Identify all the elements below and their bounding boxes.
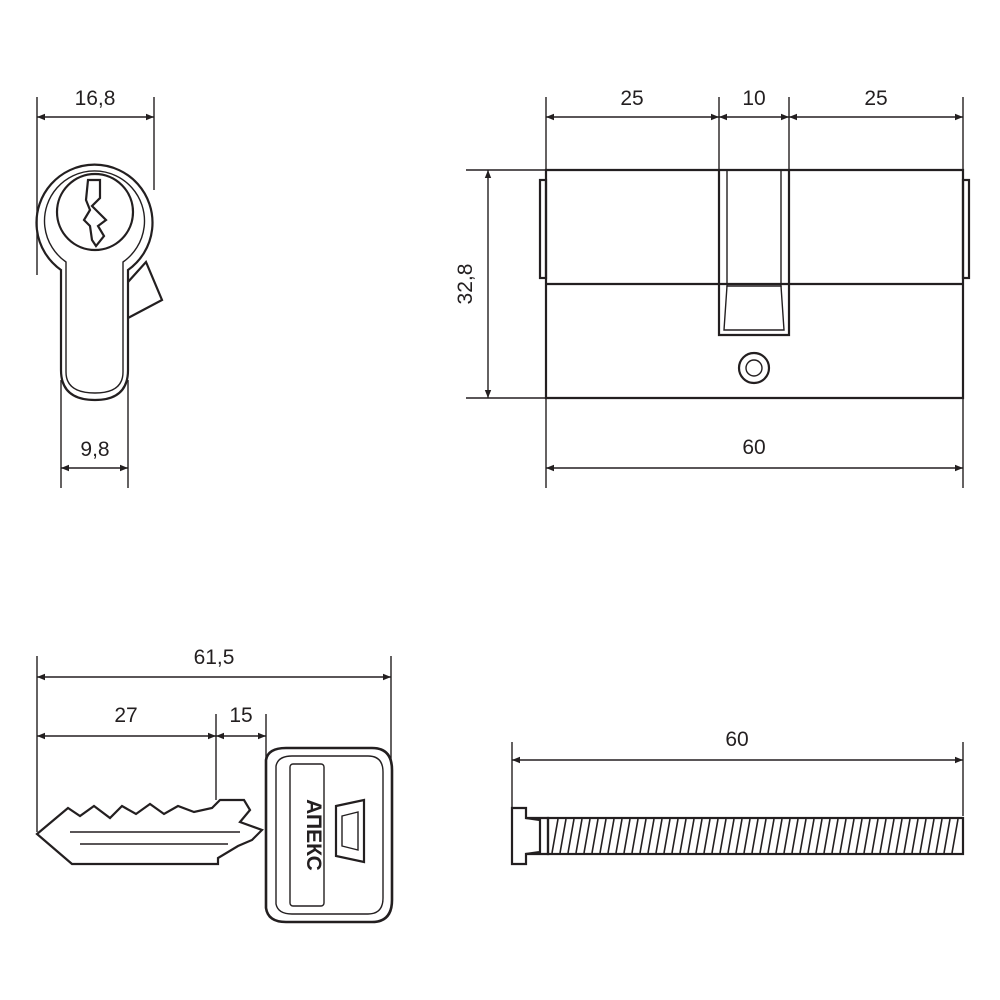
thread-line xyxy=(919,818,927,854)
screw-threads xyxy=(551,818,959,854)
side-view: 25 10 25 32,8 60 xyxy=(454,87,971,488)
dim-key-blade: 27 xyxy=(114,704,137,727)
thread-line xyxy=(887,818,895,854)
thread-line xyxy=(911,818,919,854)
screw-shank xyxy=(546,816,965,856)
key-blade xyxy=(35,798,264,866)
key-view: 61,5 27 15 АПЕКС xyxy=(35,646,394,924)
cam-slot xyxy=(717,170,791,337)
key-head-inner xyxy=(275,755,384,915)
thread-line xyxy=(583,818,591,854)
thread-line xyxy=(943,818,951,854)
thread-line xyxy=(879,818,887,854)
thread-line xyxy=(743,818,751,854)
thread-line xyxy=(903,818,911,854)
thread-line xyxy=(695,818,703,854)
thread-line xyxy=(759,818,767,854)
front-view: 16,8 9,8 xyxy=(35,87,164,488)
thread-line xyxy=(807,818,815,854)
thread-line xyxy=(767,818,775,854)
thread-line xyxy=(791,818,799,854)
thread-line xyxy=(615,818,623,854)
thread-line xyxy=(567,818,575,854)
thread-line xyxy=(703,818,711,854)
screw-hole-inner xyxy=(745,359,763,377)
key-logo-plate xyxy=(289,763,325,907)
cylinder-profile xyxy=(35,163,154,402)
screw-view: 60 xyxy=(510,728,965,866)
thread-line xyxy=(607,818,615,854)
thread-line xyxy=(631,818,639,854)
dim-screw-length: 60 xyxy=(725,728,748,751)
thread-line xyxy=(951,818,959,854)
keyway xyxy=(82,178,108,248)
thread-line xyxy=(823,818,831,854)
dim-side-right: 25 xyxy=(864,87,887,110)
key-logo: АПЕКС xyxy=(302,799,325,871)
thread-line xyxy=(639,818,647,854)
thread-line xyxy=(815,818,823,854)
cylinder-profile-inner xyxy=(43,170,146,394)
thread-line xyxy=(775,818,783,854)
thread-line xyxy=(751,818,759,854)
thread-line xyxy=(863,818,871,854)
plug xyxy=(55,172,135,252)
thread-line xyxy=(671,818,679,854)
dim-key-shoulder: 15 xyxy=(229,704,252,727)
key-hole-inner xyxy=(341,811,359,851)
right-end-cap xyxy=(961,178,971,280)
thread-line xyxy=(711,818,719,854)
cam xyxy=(127,259,164,319)
thread-line xyxy=(855,818,863,854)
thread-line xyxy=(783,818,791,854)
thread-line xyxy=(559,818,567,854)
left-end-cap xyxy=(538,178,548,280)
thread-line xyxy=(839,818,847,854)
thread-line xyxy=(927,818,935,854)
cam-slot-inner xyxy=(726,170,782,287)
thread-line xyxy=(679,818,687,854)
dim-side-total: 60 xyxy=(742,436,765,459)
dim-front-bottom-width: 9,8 xyxy=(80,438,109,461)
thread-line xyxy=(687,818,695,854)
thread-line xyxy=(895,818,903,854)
thread-line xyxy=(831,818,839,854)
thread-line xyxy=(935,818,943,854)
thread-line xyxy=(799,818,807,854)
thread-line xyxy=(663,818,671,854)
thread-line xyxy=(847,818,855,854)
dim-side-height: 32,8 xyxy=(454,264,477,305)
key-hole xyxy=(334,798,366,864)
thread-line xyxy=(727,818,735,854)
thread-line xyxy=(599,818,607,854)
screw-head xyxy=(510,806,550,866)
thread-line xyxy=(647,818,655,854)
dim-front-width: 16,8 xyxy=(75,87,116,110)
thread-line xyxy=(623,818,631,854)
screw-hole xyxy=(737,351,771,385)
cam xyxy=(723,285,785,331)
dim-side-middle: 10 xyxy=(742,87,765,110)
thread-line xyxy=(719,818,727,854)
thread-line xyxy=(871,818,879,854)
thread-line xyxy=(551,818,559,854)
dim-side-left: 25 xyxy=(620,87,643,110)
thread-line xyxy=(655,818,663,854)
thread-line xyxy=(735,818,743,854)
screw-neck xyxy=(525,816,542,856)
thread-line xyxy=(575,818,583,854)
thread-line xyxy=(591,818,599,854)
dim-key-total: 61,5 xyxy=(194,646,235,669)
key-head xyxy=(264,746,394,924)
